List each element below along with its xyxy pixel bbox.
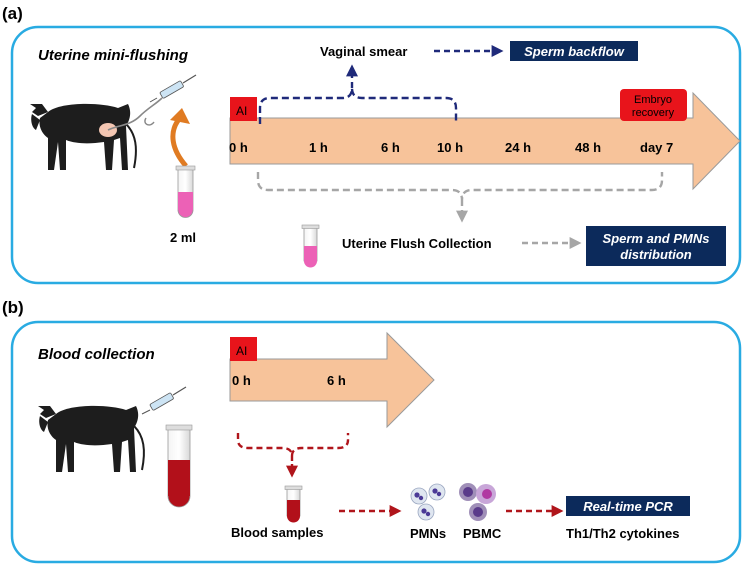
panel-b-label: (b): [2, 298, 24, 317]
flush-collection-brace: [256, 172, 664, 201]
blood-sample-tube-icon: [284, 485, 303, 523]
blood-samples-label: Blood samples: [231, 525, 323, 540]
cow-icon: [30, 103, 137, 170]
sperm-backflow-label: Sperm backflow: [524, 44, 625, 59]
timepoint-1h: 1 h: [309, 140, 328, 155]
panel-b-title: Blood collection: [38, 346, 155, 363]
embryo-recovery-label: Embryo: [634, 94, 672, 106]
blood-brace: [236, 433, 350, 457]
timepoint-b-6h: 6 h: [327, 373, 346, 388]
cytokines-label: Th1/Th2 cytokines: [566, 526, 679, 541]
ai-box-b: [230, 337, 257, 361]
distribution-box: [586, 226, 726, 266]
timepoint-b-0h: 0 h: [232, 373, 251, 388]
flush-small-tube-icon: [301, 224, 320, 268]
distribution-label-2: distribution: [620, 247, 692, 262]
vaginal-smear-label: Vaginal smear: [320, 44, 407, 59]
flush-collection-label: Uterine Flush Collection: [342, 236, 492, 251]
blood-tube-icon: [165, 424, 193, 508]
embryo-recovery-box: [620, 89, 687, 121]
syringe-icon-b: [141, 386, 187, 415]
pbmc-label: PBMC: [463, 526, 502, 541]
timepoint-day7: day 7: [640, 140, 673, 155]
cow-icon-b: [38, 405, 145, 472]
timepoint-24h: 24 h: [505, 140, 531, 155]
timepoint-48h: 48 h: [575, 140, 601, 155]
volume-label: 2 ml: [170, 230, 196, 245]
syringe-icon: [107, 74, 197, 131]
timeline-arrow: [229, 91, 741, 191]
flush-tube-icon: [175, 165, 196, 218]
vaginal-smear-brace: [258, 87, 458, 124]
pmn-cells-icon: [410, 483, 446, 521]
timeline-arrow-b: [229, 331, 435, 429]
ai-label: AI: [236, 104, 247, 118]
panel-b-frame: [10, 320, 742, 564]
timepoint-0h: 0 h: [229, 140, 248, 155]
panel-a-frame: [10, 25, 742, 285]
realtime-pcr-box: [566, 496, 690, 516]
sperm-backflow-box: [510, 41, 638, 61]
pbmc-cells-icon: [459, 483, 496, 521]
panel-a-title: Uterine mini-flushing: [38, 47, 188, 64]
distribution-label: Sperm and PMNs: [603, 231, 710, 246]
timepoint-10h: 10 h: [437, 140, 463, 155]
realtime-pcr-label: Real-time PCR: [583, 499, 673, 514]
timepoint-6h: 6 h: [381, 140, 400, 155]
embryo-recovery-label-2: recovery: [632, 107, 675, 119]
ai-box: [230, 97, 257, 121]
panel-a-label: (a): [2, 4, 23, 23]
pmns-label: PMNs: [410, 526, 446, 541]
ai-label-b: AI: [236, 344, 247, 358]
curved-arrow-icon: [170, 116, 188, 168]
